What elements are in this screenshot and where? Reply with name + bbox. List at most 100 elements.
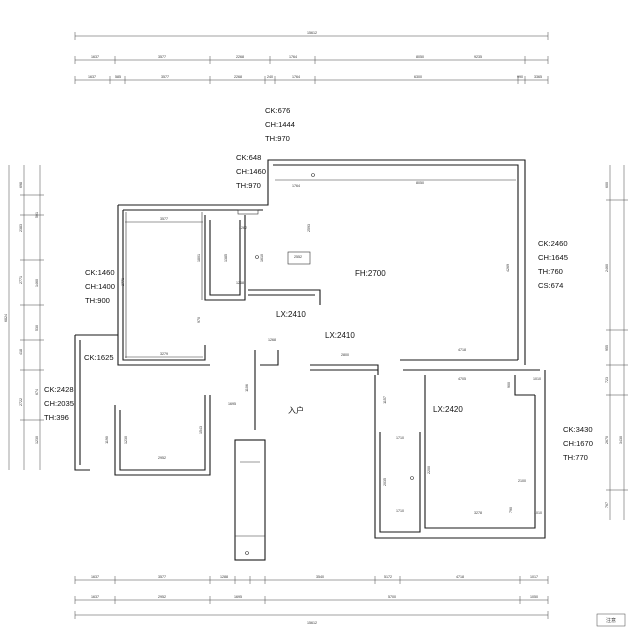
room-dim: 4705 xyxy=(458,377,466,381)
note-left-ck: CK:1460 xyxy=(85,268,115,277)
room-dim: 970 xyxy=(197,317,201,323)
top-row2-dim: 6300 xyxy=(414,75,422,79)
note-right-th: TH:760 xyxy=(538,267,563,276)
bottom-row2-dim: 1050 xyxy=(530,595,538,599)
top-row1-dim: 3577 xyxy=(158,55,166,59)
left-dim: 530 xyxy=(35,325,39,331)
left-dim: 2722 xyxy=(19,398,23,406)
right-dim: 723 xyxy=(605,377,609,383)
top-row1-dim: 9235 xyxy=(474,55,482,59)
note-lower-left-ck: CK:2428 xyxy=(44,385,74,394)
corner-mark: 注意 xyxy=(606,617,616,624)
room-dim: 1106 xyxy=(245,384,249,392)
note-left-th: TH:900 xyxy=(85,296,110,305)
note-right-cs: CS:674 xyxy=(538,281,563,290)
label-lx-mid: LX:2410 xyxy=(325,331,355,340)
top-row1-dim: 2268 xyxy=(236,55,244,59)
room-dim: 1230 xyxy=(124,436,128,444)
room-dim: 1710 xyxy=(396,509,404,513)
fixture-dot xyxy=(410,476,414,480)
room-dim: 1010 xyxy=(534,511,542,515)
note-right-ch: CH:1645 xyxy=(538,253,568,262)
left-dim: 674 xyxy=(35,389,39,395)
left-dim: 1230 xyxy=(35,436,39,444)
wall-top-right xyxy=(267,159,526,365)
left-dim: 501 xyxy=(35,212,39,218)
room-dim: 1710 xyxy=(396,436,404,440)
room-dim: 2200 xyxy=(427,466,431,474)
wall-corridor-mid xyxy=(310,364,379,375)
room-dim: 1157 xyxy=(383,396,387,404)
wall-bedroom-left xyxy=(117,205,210,366)
bottom-row1-dim: 5172 xyxy=(384,575,392,579)
room-dim: 1268 xyxy=(268,338,276,342)
room-dim: 2100 xyxy=(518,479,526,483)
wall-small-room xyxy=(204,215,246,301)
left-dim: 1460 xyxy=(35,279,39,287)
room-dim: 3278 xyxy=(474,511,482,515)
left-dim: 2771 xyxy=(19,276,23,284)
right-chain-ticks xyxy=(606,199,628,491)
top-row2-dim: 990 xyxy=(517,75,523,79)
room-dim: 2593 xyxy=(307,224,311,232)
corner-box xyxy=(596,613,626,627)
bottom-row1-dim: 1288 xyxy=(220,575,228,579)
left-chain-ticks xyxy=(20,194,44,421)
room-dim: 8050 xyxy=(416,181,424,185)
room-dim: 3577 xyxy=(160,217,168,221)
note-top-ck: CK:676 xyxy=(265,106,290,115)
room-dim: 2800 xyxy=(341,353,349,357)
top-row2-dim: 2268 xyxy=(234,75,242,79)
fixture-dot xyxy=(245,551,249,555)
room-labels: FH:2700 LX:2410 LX:2410 LX:2420 入户 xyxy=(276,269,463,415)
wall-lower-right-room xyxy=(424,375,536,529)
left-outer-dim: 6824 xyxy=(4,314,8,322)
walls xyxy=(74,159,546,561)
room-dim: 1268 xyxy=(236,281,244,285)
room-dim: 1610 xyxy=(260,254,264,262)
top-row2-ticks xyxy=(74,76,549,84)
right-dim: 2460 xyxy=(605,264,609,272)
room-dim: 2035 xyxy=(383,478,387,486)
right-dim: 600 xyxy=(605,182,609,188)
room-dim: 1010 xyxy=(533,377,541,381)
bottom-row1-ticks xyxy=(74,576,549,584)
label-lx-right: LX:2420 xyxy=(433,405,463,414)
room-dim: 2552 xyxy=(294,255,302,259)
left-dim: 698 xyxy=(19,182,23,188)
fixtures xyxy=(237,173,414,555)
closet xyxy=(287,251,311,265)
bottom-row2-dim: 2952 xyxy=(158,595,166,599)
top-row1-dim: 1764 xyxy=(289,55,297,59)
bottom-row1-dim: 1637 xyxy=(91,575,99,579)
top-row2-dim: 3577 xyxy=(161,75,169,79)
bottom-row2-dim: 5700 xyxy=(388,595,396,599)
fixture-dot xyxy=(255,255,259,259)
note-lower-left-ch: CH:2035 xyxy=(44,399,74,408)
top-row2-dim: 1637 xyxy=(88,75,96,79)
note-lower-right-th: TH:770 xyxy=(563,453,588,462)
bottom-row1-dim: 3577 xyxy=(158,575,166,579)
window-notes: CK:676 CH:1444 TH:970 CK:648 CH:1460 TH:… xyxy=(44,106,593,462)
note-lower-right-ck: CK:3430 xyxy=(563,425,593,434)
wall-lx xyxy=(248,289,321,305)
wall-entry-shaft xyxy=(234,439,266,561)
room-dimensions: 3577 1801 2771 970 3279 1262 1385 1610 1… xyxy=(105,179,542,537)
bottom-row2-ticks xyxy=(74,596,549,604)
note-right-ck: CK:2460 xyxy=(538,239,568,248)
label-entry: 入户 xyxy=(288,405,304,415)
wall-small-room-inner xyxy=(209,220,241,296)
fixture-rect xyxy=(237,209,259,215)
room-dim: 1543 xyxy=(199,426,203,434)
left-dimension-chains: 6824 698 2383 501 1460 2771 530 418 2722… xyxy=(4,165,44,470)
wall-lower-left-inner xyxy=(119,395,206,471)
bottom-row2-dim: 1637 xyxy=(91,595,99,599)
right-dim: 2670 xyxy=(605,436,609,444)
room-dim: 1190 xyxy=(105,436,109,444)
top-row1-dim: 8050 xyxy=(416,55,424,59)
right-dim: 767 xyxy=(605,502,609,508)
bottom-row1-dim: 4718 xyxy=(456,575,464,579)
top-row2-dim: 1764 xyxy=(292,75,300,79)
room-dim: 2952 xyxy=(158,456,166,460)
wall-corridor-stub xyxy=(260,350,279,366)
